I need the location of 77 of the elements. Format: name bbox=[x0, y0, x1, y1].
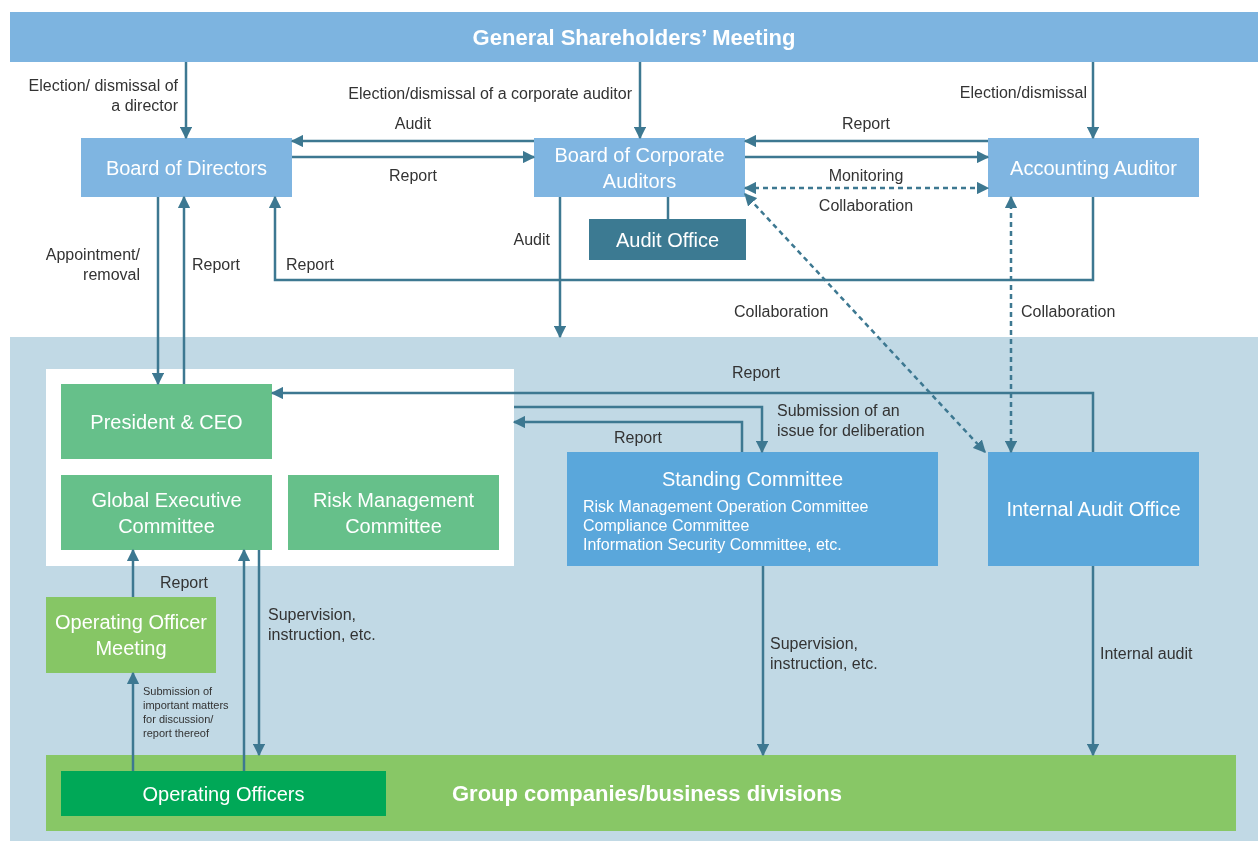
band bbox=[46, 755, 1236, 831]
arrow bbox=[743, 134, 988, 148]
edge-label: Supervision, instruction, etc. bbox=[268, 605, 377, 645]
node-label: President & CEO bbox=[90, 409, 243, 435]
org-box bbox=[534, 138, 745, 197]
org-box bbox=[988, 138, 1199, 197]
arrow bbox=[514, 405, 769, 454]
node-label: Standing Committee bbox=[660, 466, 845, 492]
header-bar bbox=[10, 12, 1258, 62]
arrow bbox=[179, 62, 193, 140]
arrow bbox=[177, 195, 191, 384]
dashed-arrow bbox=[1004, 195, 1018, 454]
arrow bbox=[553, 197, 567, 339]
edge-label: Election/ dismissal of a director bbox=[28, 76, 178, 116]
edge-label: Report bbox=[160, 573, 210, 593]
edge-label: Monitoring bbox=[827, 166, 905, 186]
edge-label: Report bbox=[731, 363, 781, 383]
arrow bbox=[756, 566, 770, 757]
org-box bbox=[988, 452, 1199, 566]
list-item: Risk Management Operation Committee bbox=[583, 496, 870, 516]
edge-label: Election/dismissal bbox=[958, 83, 1087, 103]
org-box bbox=[288, 475, 499, 550]
edge-label: Audit bbox=[512, 230, 550, 250]
org-box bbox=[567, 452, 938, 566]
node-label: Group companies/business divisions bbox=[452, 779, 843, 808]
list-item: Compliance Committee bbox=[583, 515, 751, 535]
connector-line bbox=[666, 197, 670, 219]
edge-label: Collaboration bbox=[817, 196, 915, 216]
arrow bbox=[512, 415, 744, 452]
node-label: General Shareholders’ Meeting bbox=[472, 23, 796, 52]
edge-label: Collaboration bbox=[1021, 302, 1117, 322]
edge-label: Supervision, instruction, etc. bbox=[770, 634, 879, 674]
org-box bbox=[589, 219, 746, 260]
edge-label: Report bbox=[841, 114, 891, 134]
node-label: Board of Corporate Auditors bbox=[553, 142, 726, 194]
org-box bbox=[81, 138, 292, 197]
arrow bbox=[1086, 566, 1100, 757]
arrow bbox=[252, 550, 266, 757]
node-label: Board of Directors bbox=[105, 155, 268, 181]
edge-label: Appointment/ removal bbox=[44, 245, 140, 285]
edge-label: Election/dismissal of a corporate auditor bbox=[347, 84, 632, 104]
node-label: Audit Office bbox=[616, 227, 719, 253]
edge-label: Report bbox=[286, 255, 336, 275]
list-item: Information Security Committee, etc. bbox=[583, 534, 843, 554]
arrow bbox=[126, 671, 140, 771]
arrow bbox=[745, 150, 990, 164]
group-box bbox=[46, 369, 514, 566]
org-box bbox=[61, 771, 386, 816]
org-box bbox=[61, 475, 272, 550]
edge-label: Report bbox=[192, 255, 242, 275]
dashed-arrow bbox=[743, 181, 990, 195]
node-label: Risk Management Committee bbox=[311, 487, 476, 539]
dashed-arrow bbox=[744, 193, 986, 453]
edge-label: Submission of important matters for discussion/ report thereof bbox=[143, 684, 230, 740]
edge-label: Submission of an issue for deliberation bbox=[777, 401, 926, 441]
edge-label: Report bbox=[614, 428, 664, 448]
org-box bbox=[46, 597, 216, 673]
edge-label: Audit bbox=[393, 114, 433, 134]
edge-label: Internal audit bbox=[1100, 644, 1194, 664]
arrow bbox=[237, 548, 251, 771]
node-label: Operating Officer Meeting bbox=[54, 610, 208, 661]
arrow bbox=[126, 548, 140, 597]
node-label: Accounting Auditor bbox=[1010, 155, 1177, 181]
edge-label: Report bbox=[388, 166, 438, 186]
arrow bbox=[270, 386, 1095, 452]
org-box bbox=[61, 384, 272, 459]
arrow bbox=[290, 134, 534, 148]
arrow bbox=[633, 62, 647, 140]
section-panel bbox=[10, 337, 1258, 841]
arrow bbox=[151, 197, 165, 386]
arrow bbox=[292, 150, 536, 164]
arrow bbox=[268, 195, 1095, 282]
node-label: Global Executive Committee bbox=[90, 487, 243, 539]
edge-label: Collaboration bbox=[734, 302, 830, 322]
node-label: Operating Officers bbox=[142, 781, 305, 807]
node-label: Internal Audit Office bbox=[1006, 497, 1181, 522]
arrow bbox=[1086, 62, 1100, 140]
